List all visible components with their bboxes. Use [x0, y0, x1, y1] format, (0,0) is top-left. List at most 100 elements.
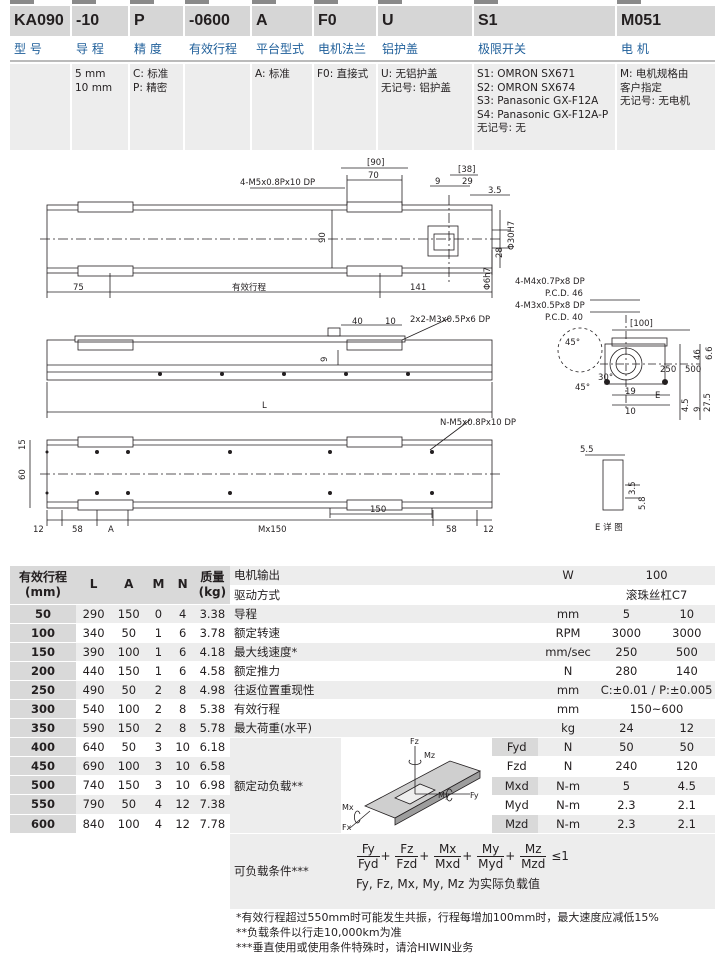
cell-L: 290	[76, 604, 112, 624]
spec-value-lead10: 140	[654, 661, 715, 682]
cell-stroke: 300	[10, 699, 76, 720]
frac-2-num: Mx	[434, 842, 462, 857]
cell-N: 12	[170, 814, 195, 834]
bottom-dim-15: 15	[18, 439, 28, 450]
end-dim-500: 500	[685, 365, 701, 375]
side-dim-9: 9	[320, 357, 330, 362]
cell-A: 100	[111, 814, 147, 834]
bottom-dim-12a: 12	[33, 525, 44, 535]
dyn-v2-4: 2.1	[654, 814, 715, 834]
spec-value: 100	[594, 566, 715, 586]
cell-mass: 4.58	[194, 661, 230, 681]
end-note-1: 4-M4x0.7Px8 DP	[515, 277, 585, 287]
spec-name: 有效行程	[230, 699, 538, 720]
end-label-E: E	[655, 391, 660, 401]
option-limit-switch: S1: OMRON SX671 S2: OMRON SX674 S3: Pana…	[474, 64, 617, 150]
label-model: 型 号	[14, 42, 42, 56]
spec-name: 额定转速	[230, 623, 538, 643]
cell-N: 8	[170, 680, 195, 700]
cell-mass: 6.18	[194, 737, 230, 758]
diag-My: My	[438, 791, 450, 800]
cell-mass: 6.98	[194, 775, 230, 796]
cell-A: 50	[111, 623, 147, 643]
cell-A: 50	[111, 680, 147, 700]
code-model: KA090	[10, 0, 72, 36]
spec-value: C:±0.01 / P:±0.005	[594, 680, 715, 701]
dimension-drawing: 4-M5x0.8Px10 DP [90] 70 [38] 9 29 3.5 90…	[0, 150, 723, 555]
bottom-dim-58a: 58	[72, 525, 83, 535]
option-platform: A: 标准	[252, 64, 314, 150]
plus-3: +	[505, 849, 516, 863]
plus-0: +	[380, 849, 391, 863]
top-dim-141: 141	[410, 283, 426, 293]
cell-L: 390	[76, 642, 112, 662]
top-dim-38b: [38]	[458, 165, 475, 175]
footnote-2: **负载条件以行走10,000km为准	[236, 926, 402, 939]
cell-M: 4	[146, 814, 171, 834]
top-dim-70: 70	[368, 171, 379, 181]
code-limit-switch: S1	[474, 0, 617, 36]
col-L: L	[76, 566, 112, 605]
end-dim-100: [100]	[630, 319, 653, 329]
top-dim-90b: [90]	[367, 158, 384, 168]
cell-L: 590	[76, 718, 112, 739]
detail-title: E 详 图	[595, 522, 623, 533]
cell-stroke: 400	[10, 737, 76, 758]
cell-N: 10	[170, 737, 195, 758]
footnotes: *有效行程超过550mm时可能发生共振，行程每增加100mm时，最大速度应减低1…	[236, 910, 659, 955]
top-dim-9: 9	[435, 177, 440, 187]
frac-1-den: Fzd	[396, 857, 418, 871]
top-hole-note: 4-M5x0.8Px10 DP	[240, 178, 315, 188]
cell-stroke: 100	[10, 623, 76, 643]
detail-dim-5-5: 5.5	[580, 445, 594, 455]
spec-unit: kg	[537, 718, 595, 739]
spec-value: 150~600	[594, 699, 715, 720]
bottom-dim-mx150: Mx150	[258, 525, 287, 535]
top-dim-29: 29	[462, 177, 473, 187]
code-platform: A	[252, 0, 314, 36]
cell-stroke: 450	[10, 756, 76, 777]
spec-value-lead5: 280	[594, 661, 655, 682]
cell-stroke: 200	[10, 661, 76, 681]
dyn-sub-2: Mxd	[491, 776, 538, 796]
spec-name: 最大荷重(水平)	[230, 718, 538, 739]
frac-1-num: Fz	[395, 842, 419, 857]
cell-stroke: 250	[10, 680, 76, 700]
formula-le: ≤1	[551, 849, 569, 863]
dyn-v1-4: 2.3	[594, 814, 655, 834]
top-dim-h90: 90	[318, 232, 328, 243]
cell-stroke: 50	[10, 604, 76, 624]
dyn-load-label: 额定动负载**	[230, 737, 341, 834]
plus-2: +	[462, 849, 473, 863]
bottom-dim-60: 60	[18, 469, 28, 480]
cell-L: 340	[76, 623, 112, 643]
frac-0-den: Fyd	[358, 857, 379, 871]
footnote-1: *有效行程超过550mm时可能发生共振，行程每增加100mm时，最大速度应减低1…	[236, 911, 659, 924]
cell-mass: 7.38	[194, 794, 230, 815]
cell-M: 1	[146, 642, 171, 662]
dyn-sub-3: Myd	[491, 795, 538, 815]
spec-name: 导程	[230, 604, 538, 624]
cell-N: 8	[170, 718, 195, 739]
code-stroke: -0600	[185, 0, 252, 36]
spec-name: 额定推力	[230, 661, 538, 682]
cell-stroke: 350	[10, 718, 76, 739]
top-dim-75: 75	[73, 283, 84, 293]
side-dim-10: 10	[385, 317, 396, 327]
cell-L: 490	[76, 680, 112, 700]
label-motor: 电 机	[621, 42, 649, 56]
option-lead: 5 mm 10 mm	[72, 64, 130, 150]
end-dim-9: 9	[693, 407, 703, 412]
spec-name: 往返位置重现性	[230, 680, 538, 701]
